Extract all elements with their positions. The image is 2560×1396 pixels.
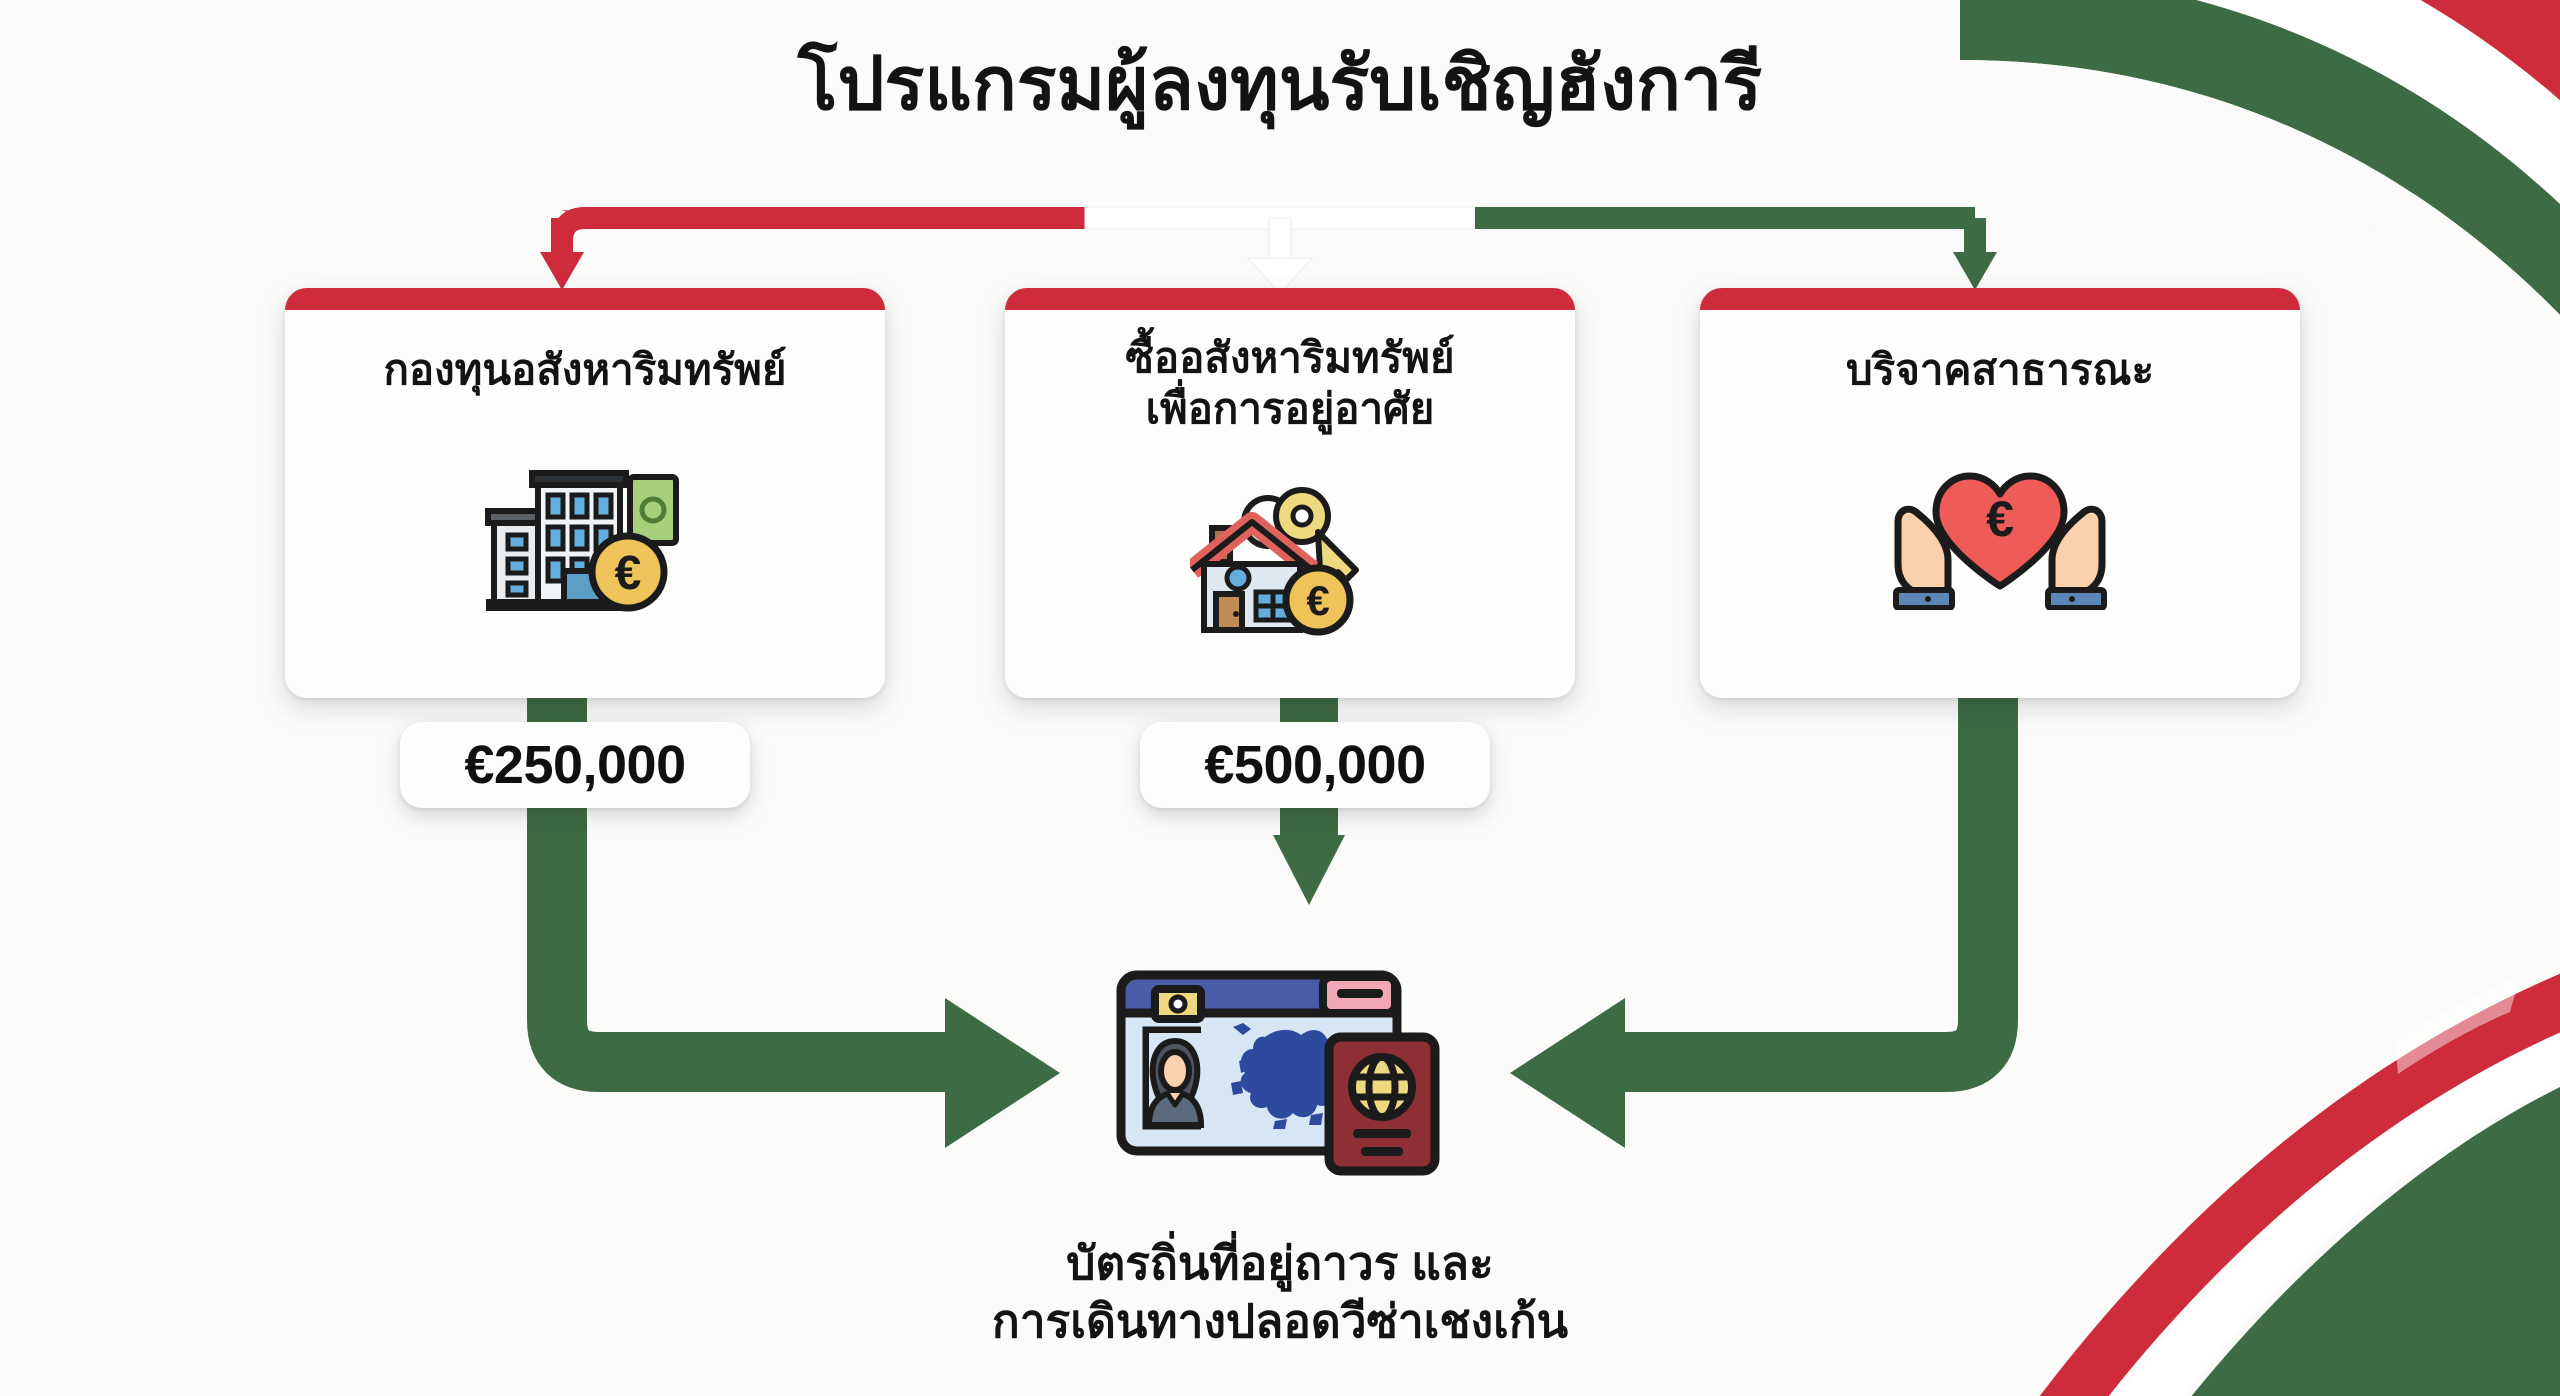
amount-badge-fund: €250,000 (400, 722, 750, 808)
arrow-fund-to-outcome (527, 698, 1060, 1148)
card-accent-bar (1700, 288, 2300, 310)
option-card-fund[interactable]: กองทุนอสังหาริมทรัพย์ (285, 288, 885, 698)
option-card-donate[interactable]: บริจาคสาธารณะ € (1700, 288, 2300, 698)
house-with-key-and-euro-coin-icon: € (1005, 434, 1575, 698)
amount-badge-buy: €500,000 (1140, 722, 1490, 808)
top-arrow-to-fund (540, 207, 586, 290)
outcome-caption: บัตรถิ่นที่อยู่ถาวร และ การเดินทางปลอดวี… (991, 1237, 1569, 1347)
hands-holding-heart-with-euro-icon: € (1700, 395, 2300, 698)
top-arrow-to-buy (1246, 217, 1314, 295)
card-accent-bar (1005, 288, 1575, 310)
card-title-donate: บริจาคสาธารณะ (1845, 346, 2155, 393)
svg-text:€: € (1306, 577, 1329, 624)
europe-map-silhouette (1231, 1023, 1345, 1129)
top-connector-red-segment (585, 207, 1085, 229)
top-connector-green-segment (1475, 207, 1975, 229)
top-connector-bar (585, 206, 1975, 230)
option-card-buy[interactable]: ซื้ออสังหาริมทรัพย์ เพื่อการอยู่อาศัย (1005, 288, 1575, 698)
building-with-euro-coin-and-banknote-icon: € (285, 395, 885, 698)
top-arrow-to-donate (1951, 210, 1997, 290)
card-title-buy: ซื้ออสังหาริมทรัพย์ เพื่อการอยู่อาศัย (1125, 334, 1455, 433)
svg-text:€: € (615, 547, 642, 600)
card-accent-bar (285, 288, 885, 310)
svg-text:€: € (1986, 491, 2014, 547)
page-title: โปรแกรมผู้ลงทุนรับเชิญฮังการี (797, 42, 1763, 125)
arrow-donate-to-outcome (1510, 698, 2018, 1148)
residence-permit-card-with-europe-map-and-passport-icon (1115, 965, 1455, 1180)
card-title-fund: กองทุนอสังหาริมทรัพย์ (383, 346, 787, 393)
